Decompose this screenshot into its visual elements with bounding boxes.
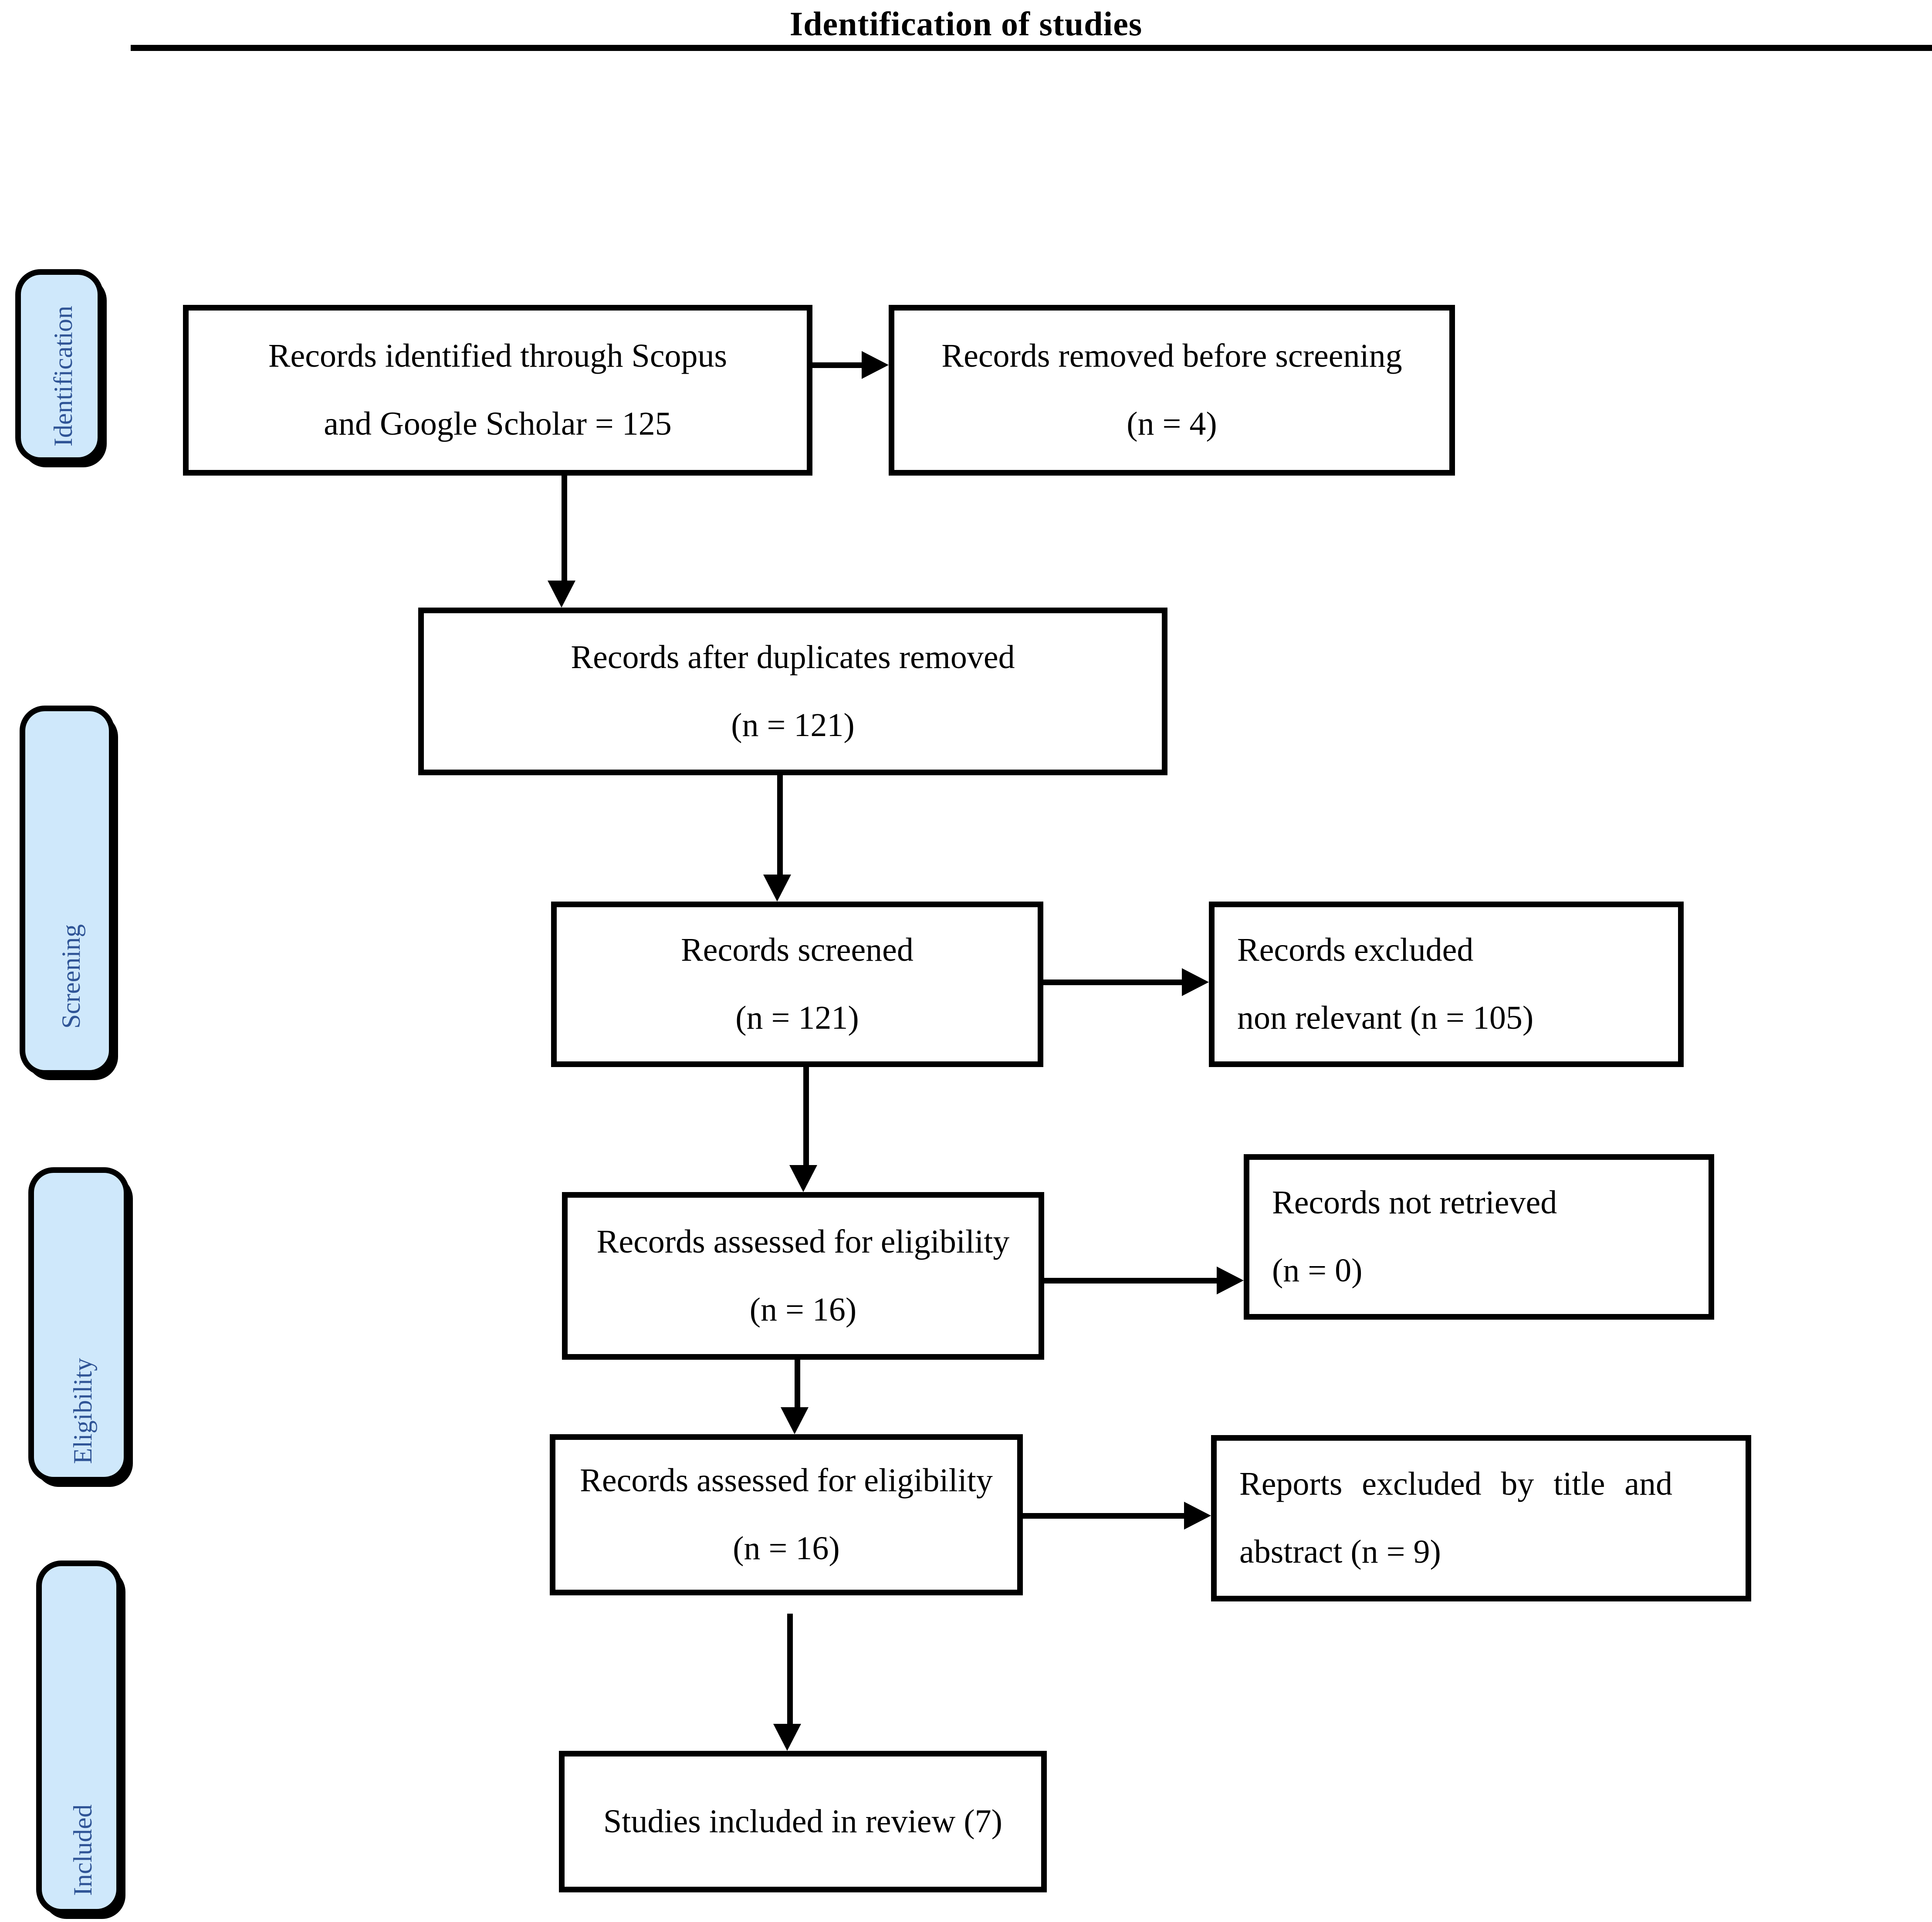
box-records-screened: Records screened (n = 121) xyxy=(551,902,1043,1067)
arrow-assessed2-to-reports-excluded-line xyxy=(1022,1513,1185,1519)
arrow-screened-to-assessed1-head xyxy=(789,1165,817,1192)
box-records-screened-line1: Records screened xyxy=(681,932,914,969)
box-records-removed-line1: Records removed before screening xyxy=(941,338,1402,375)
arrow-assessed1-to-assessed2-head xyxy=(781,1407,809,1434)
arrow-screened-to-assessed1-line xyxy=(803,1066,809,1166)
arrow-screened-to-excluded-line xyxy=(1042,980,1183,985)
box-reports-excluded-line2: abstract (n = 9) xyxy=(1239,1534,1441,1570)
diagram-title: Identification of studies xyxy=(789,5,1143,43)
stage-identification-label: Identification xyxy=(48,305,78,446)
box-studies-included: Studies included in review (7) xyxy=(559,1751,1047,1892)
box-records-removed-line2: (n = 4) xyxy=(1127,405,1217,442)
title-underline xyxy=(131,45,1932,51)
stage-eligibility: Eligibility xyxy=(28,1167,129,1483)
arrow-assessed1-to-assessed2-line xyxy=(795,1359,800,1408)
box-assessed-eligibility-1-line2: (n = 16) xyxy=(749,1291,857,1328)
box-records-not-retrieved: Records not retrieved (n = 0) xyxy=(1244,1154,1714,1320)
box-records-not-retrieved-line1: Records not retrieved xyxy=(1272,1184,1557,1221)
box-assessed-eligibility-2-line1: Records assessed for eligibility xyxy=(580,1462,993,1499)
stage-screening-label: Screening xyxy=(56,924,85,1029)
arrow-screened-to-excluded-head xyxy=(1182,968,1209,996)
box-records-excluded-line1: Records excluded xyxy=(1237,932,1474,969)
box-records-excluded: Records excluded non relevant (n = 105) xyxy=(1209,902,1684,1067)
box-studies-included-line1: Studies included in review (7) xyxy=(603,1803,1002,1840)
box-assessed-eligibility-1-line1: Records assessed for eligibility xyxy=(596,1223,1010,1260)
stage-identification: Identification xyxy=(15,269,103,463)
arrow-duplicates-to-screened-line xyxy=(777,774,783,875)
box-assessed-eligibility-2-line2: (n = 16) xyxy=(733,1530,840,1567)
box-duplicates-removed-line1: Records after duplicates removed xyxy=(571,638,1015,676)
arrow-identified-to-removed-head xyxy=(862,351,889,379)
stage-included-label: Included xyxy=(68,1804,97,1896)
box-reports-excluded: Reports excluded by title and abstract (… xyxy=(1211,1435,1751,1601)
arrow-identified-to-removed-line xyxy=(812,362,863,368)
box-records-identified-line1: Records identified through Scopus xyxy=(268,338,727,375)
arrow-identified-to-duplicates-line xyxy=(562,475,567,581)
arrow-identified-to-duplicates-head xyxy=(548,581,575,608)
box-duplicates-removed: Records after duplicates removed (n = 12… xyxy=(418,608,1167,775)
arrow-assessed1-to-not-retrieved-head xyxy=(1217,1267,1244,1294)
box-records-identified-line2: and Google Scholar = 125 xyxy=(324,405,672,442)
arrow-assessed2-to-included-head xyxy=(773,1724,801,1751)
box-records-not-retrieved-line2: (n = 0) xyxy=(1272,1252,1363,1289)
arrow-duplicates-to-screened-head xyxy=(763,875,791,902)
box-reports-excluded-line1: Reports excluded by title and xyxy=(1239,1466,1673,1503)
arrow-assessed2-to-reports-excluded-head xyxy=(1184,1502,1211,1530)
box-duplicates-removed-line2: (n = 121) xyxy=(731,706,855,743)
box-records-screened-line2: (n = 121) xyxy=(735,1000,859,1036)
box-assessed-eligibility-2: Records assessed for eligibility (n = 16… xyxy=(550,1434,1023,1595)
box-assessed-eligibility-1: Records assessed for eligibility (n = 16… xyxy=(562,1192,1044,1360)
box-records-removed: Records removed before screening (n = 4) xyxy=(889,305,1455,476)
arrow-assessed2-to-included-line xyxy=(787,1614,793,1725)
arrow-assessed1-to-not-retrieved-line xyxy=(1043,1278,1218,1284)
stage-included: Included xyxy=(36,1561,122,1915)
box-records-identified: Records identified through Scopus and Go… xyxy=(183,305,812,476)
stage-screening: Screening xyxy=(20,706,115,1076)
stage-eligibility-label: Eligibility xyxy=(68,1358,97,1464)
box-records-excluded-line2: non relevant (n = 105) xyxy=(1237,1000,1534,1036)
